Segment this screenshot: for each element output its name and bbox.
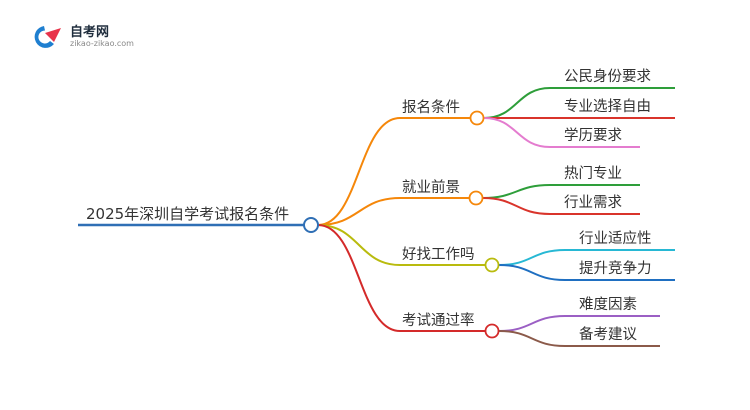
leaf-node-label[interactable]: 热门专业	[564, 165, 622, 182]
logo-title: 自考网	[70, 25, 110, 40]
branch-node-label[interactable]: 就业前景	[402, 179, 460, 196]
branch-node-circle[interactable]	[468, 190, 484, 206]
branch-link	[317, 117, 401, 226]
branch-node-circle[interactable]	[484, 323, 500, 339]
leaf-link	[498, 315, 566, 332]
leaf-node-label[interactable]: 难度因素	[579, 296, 637, 313]
leaf-link	[498, 330, 566, 347]
mindmap-links	[78, 87, 675, 347]
leaf-node-label[interactable]: 提升竞争力	[579, 259, 652, 277]
leaf-link	[482, 184, 551, 199]
leaf-node-label[interactable]: 备考建议	[579, 326, 637, 343]
leaf-link	[483, 117, 551, 148]
leaf-link	[498, 249, 566, 266]
leaf-link	[482, 197, 551, 215]
root-node-circle[interactable]	[303, 217, 319, 233]
branch-node-circle[interactable]	[484, 257, 500, 273]
leaf-node-label[interactable]: 学历要求	[564, 127, 622, 144]
branch-node-label[interactable]: 好找工作吗	[402, 246, 475, 263]
branch-link	[317, 224, 401, 266]
root-node-label[interactable]: 2025年深圳自学考试报名条件	[86, 205, 289, 223]
leaf-link	[483, 87, 551, 119]
leaf-node-label[interactable]: 公民身份要求	[564, 68, 651, 85]
site-logo[interactable]: 自考网 zikao-zikao.com	[30, 20, 140, 52]
logo-icon	[34, 26, 61, 48]
leaf-node-label[interactable]: 行业适应性	[579, 229, 652, 247]
leaf-node-label[interactable]: 专业选择自由	[564, 98, 651, 115]
leaf-link	[498, 264, 566, 281]
branch-link	[317, 224, 401, 332]
branch-link	[317, 197, 401, 226]
logo-url: zikao-zikao.com	[70, 39, 134, 48]
branch-node-label[interactable]: 报名条件	[402, 99, 460, 116]
leaf-node-label[interactable]: 行业需求	[564, 194, 622, 211]
branch-node-circle[interactable]	[469, 110, 485, 126]
branch-node-label[interactable]: 考试通过率	[402, 312, 475, 329]
